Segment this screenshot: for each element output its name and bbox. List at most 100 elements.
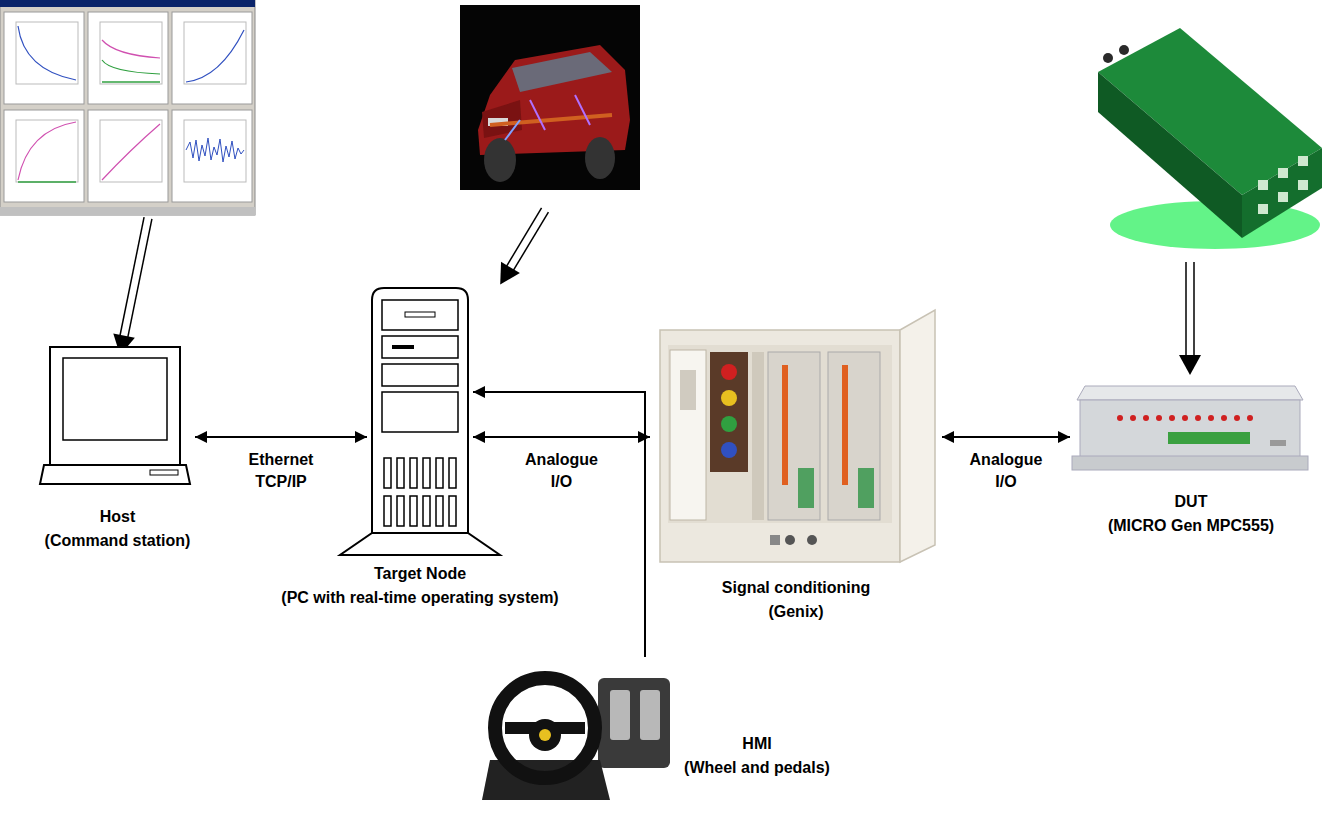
tower-pc-icon xyxy=(449,458,456,488)
image-arrow xyxy=(109,216,158,358)
ecu-render xyxy=(1298,156,1308,166)
ecu-render xyxy=(1242,148,1322,238)
wheel-pedals-photo xyxy=(640,690,660,740)
device-name: DUT xyxy=(1175,490,1208,514)
dut-box-photo xyxy=(1143,415,1149,421)
wheel-pedals-photo xyxy=(539,729,551,741)
wheel-pedals-photo xyxy=(610,690,630,740)
signal-conditioning-photo xyxy=(721,442,737,458)
signal-conditioning-photo xyxy=(668,345,892,523)
device-description: (Wheel and pedals) xyxy=(684,756,830,780)
software-screenshot xyxy=(100,120,162,182)
connector-arrow xyxy=(195,436,367,438)
software-screenshot xyxy=(18,181,76,183)
device-name: Host xyxy=(100,505,136,529)
connection-label: Analogue I/O xyxy=(513,449,611,493)
device-node: DUT(MICRO Gen MPC555) xyxy=(1075,382,1307,472)
dut-box-photo xyxy=(1208,415,1214,421)
signal-conditioning-photo xyxy=(721,416,737,432)
tower-pc-icon xyxy=(436,458,443,488)
dut-box-photo xyxy=(1080,400,1300,458)
ecu-render xyxy=(1278,192,1288,202)
device-node: HMI(Wheel and pedals) xyxy=(482,662,672,802)
dut-box-photo xyxy=(1168,432,1250,444)
connector-arrow xyxy=(473,436,650,438)
device-description: (Genix) xyxy=(768,600,823,624)
tower-pc-icon xyxy=(410,496,417,526)
software-screenshot xyxy=(16,120,78,182)
device-name: Target Node xyxy=(374,562,466,586)
ecu-render xyxy=(1098,28,1322,249)
dut-box-photo xyxy=(1072,456,1308,470)
software-screenshot xyxy=(184,22,246,84)
software-screenshot xyxy=(18,122,76,180)
device-name: HMI xyxy=(742,732,771,756)
dut-box-photo xyxy=(1117,415,1123,421)
signal-conditioning-photo xyxy=(770,535,780,545)
software-screenshot xyxy=(88,12,168,104)
device-description: (PC with real-time operating system) xyxy=(281,586,558,610)
connection-label: Ethernet TCP/IP xyxy=(232,449,330,493)
device-description: (Command station) xyxy=(45,529,191,553)
software-screenshot xyxy=(172,110,252,202)
software-screenshot xyxy=(18,26,76,80)
software-screenshot xyxy=(0,0,255,215)
software-screenshot xyxy=(102,40,160,58)
vehicle-model-render xyxy=(460,5,640,190)
software-screenshot xyxy=(4,12,84,104)
dut-box-photo xyxy=(1221,415,1227,421)
dut-box-photo xyxy=(1169,415,1175,421)
software-screenshot xyxy=(102,81,160,83)
ecu-render xyxy=(1298,180,1308,190)
dut-box-photo xyxy=(1156,415,1162,421)
device-node: Signal conditioning(Genix) xyxy=(655,308,937,566)
dut-box-photo xyxy=(1247,415,1253,421)
software-screenshot xyxy=(186,30,244,82)
signal-conditioning-photo xyxy=(768,352,820,520)
software-screenshot xyxy=(184,120,246,182)
tower-pc-icon xyxy=(397,458,404,488)
wheel-pedals-photo xyxy=(495,678,595,778)
image-arrow xyxy=(513,212,549,271)
device-description: (MICRO Gen MPC555) xyxy=(1108,514,1274,538)
ecu-render xyxy=(1258,180,1268,190)
signal-conditioning-photo xyxy=(721,390,737,406)
signal-conditioning-photo xyxy=(721,364,737,380)
signal-conditioning-photo xyxy=(660,310,935,562)
laptop-icon xyxy=(50,347,180,465)
signal-conditioning-photo xyxy=(710,352,748,472)
device-name: Signal conditioning xyxy=(722,576,870,600)
signal-conditioning-photo xyxy=(660,330,900,562)
tower-pc-icon xyxy=(397,496,404,526)
dut-box-photo xyxy=(1077,386,1303,400)
signal-conditioning-photo xyxy=(670,350,706,520)
image-arrow xyxy=(1193,262,1195,357)
ecu-render xyxy=(1098,72,1242,238)
ecu-render xyxy=(1103,53,1113,63)
image-arrow xyxy=(1179,355,1201,375)
software-screenshot xyxy=(88,110,168,202)
signal-conditioning-photo xyxy=(680,370,696,410)
dut-box-photo xyxy=(1130,415,1136,421)
image-arrow xyxy=(1185,262,1187,357)
connector-arrow xyxy=(942,436,1070,438)
software-screenshot xyxy=(16,22,78,84)
signal-conditioning-photo xyxy=(752,352,764,520)
image-arrow xyxy=(1179,262,1201,375)
tower-pc-icon xyxy=(382,336,458,358)
software-screenshot xyxy=(102,124,160,180)
tower-pc-icon xyxy=(410,458,417,488)
tower-pc-icon xyxy=(382,364,458,386)
signal-conditioning-photo xyxy=(900,310,935,562)
vehicle-model-render xyxy=(482,100,522,138)
tower-pc-icon xyxy=(382,300,458,330)
device-caption: DUT(MICRO Gen MPC555) xyxy=(1065,490,1317,538)
tower-pc-icon xyxy=(423,458,430,488)
laptop-icon xyxy=(63,358,167,440)
software-screenshot xyxy=(100,22,162,84)
tower-pc-icon xyxy=(449,496,456,526)
connection-label: Analogue I/O xyxy=(957,449,1055,493)
tower-pc-icon xyxy=(340,288,500,555)
